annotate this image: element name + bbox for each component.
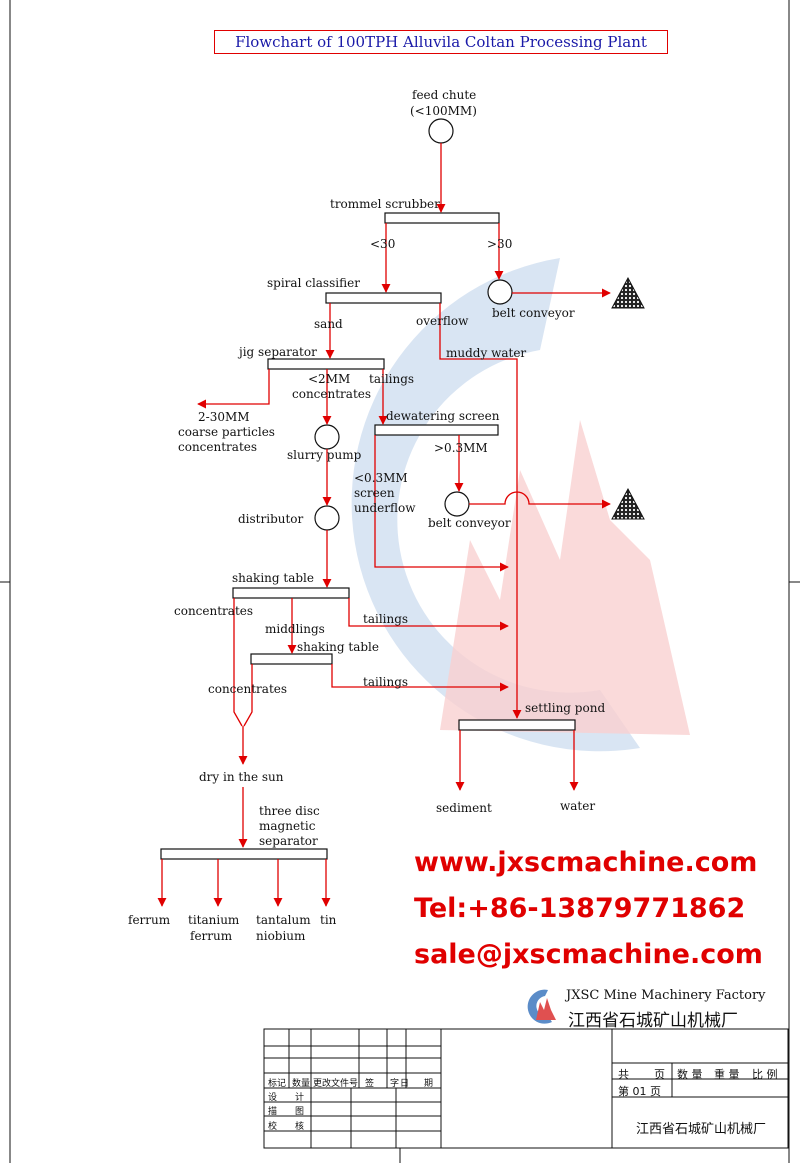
tb-company: 江西省石城矿山机械厂: [636, 1122, 767, 1137]
label-titanium2: ferrum: [190, 929, 233, 943]
label-coarse2: coarse particles: [178, 425, 275, 439]
label-belt1: belt conveyor: [492, 306, 575, 320]
label-slurry: slurry pump: [287, 448, 362, 462]
tb-page: 第 01 页: [618, 1085, 661, 1098]
settling-pond-bar: [458, 719, 576, 731]
label-tailings3: tailings: [363, 675, 409, 689]
shaking-table-2-bar: [250, 653, 333, 665]
tb-row-2: 描: [268, 1107, 278, 1117]
contact-website: www.jxscmachine.com: [414, 847, 758, 878]
tb-row-3: 图: [295, 1107, 305, 1117]
tb-right-2: 数 量: [677, 1068, 703, 1081]
flow-lines: [157, 143, 611, 907]
label-muddy: muddy water: [446, 346, 527, 360]
label-tantalum1: tantalum: [256, 913, 311, 927]
label-dewatering: dewatering screen: [386, 409, 500, 423]
factory-name-en: JXSC Mine Machinery Factory: [566, 988, 766, 1003]
label-dry: dry in the sun: [199, 770, 284, 784]
tb-row-5: 核: [295, 1122, 305, 1132]
tb-right-4: 比 例: [752, 1068, 778, 1081]
tb-right-1: 页: [654, 1068, 665, 1081]
label-tantalum2: niobium: [256, 929, 306, 943]
label-trommel: trommel scrubber: [330, 197, 440, 211]
label-mag1: three disc: [259, 804, 320, 818]
label-shaking2: shaking table: [297, 640, 379, 654]
label-sediment: sediment: [436, 801, 492, 815]
label-concentrates1: concentrates: [292, 387, 372, 401]
stockpile-2-icon: [611, 487, 645, 520]
factory-name-cn: 江西省石城矿山机械厂: [568, 1011, 738, 1031]
distributor-circle: [314, 505, 340, 531]
tb-row-0: 设: [268, 1093, 278, 1103]
label-belt2: belt conveyor: [428, 516, 511, 530]
belt-conveyor-1-circle: [487, 279, 513, 305]
tb-header-6: 期: [424, 1079, 434, 1089]
contact-email: sale@jxscmachine.com: [414, 939, 763, 970]
label-jig: jig separator: [239, 345, 317, 359]
tb-header-1: 数量: [292, 1079, 311, 1089]
label-coarse3: concentrates: [178, 440, 258, 454]
tb-right-3: 重 量: [714, 1068, 740, 1081]
trommel-scrubber-bar: [384, 212, 500, 224]
label-lt03-1: <0.3MM: [354, 471, 408, 485]
label-overflow: overflow: [416, 314, 469, 328]
label-concentrates3: concentrates: [208, 682, 288, 696]
magnetic-separator-bar: [160, 848, 328, 860]
spiral-classifier-bar: [325, 292, 442, 304]
label-mag2: magnetic: [259, 819, 316, 833]
tb-header-2: 更改文件号: [313, 1079, 359, 1089]
label-concentrates2: concentrates: [174, 604, 254, 618]
tb-header-5: 日: [400, 1079, 410, 1089]
tb-header-4: 字: [390, 1079, 400, 1089]
label-water: water: [560, 799, 596, 813]
watermark-logo: [351, 258, 690, 752]
label-lt03-3: underflow: [354, 501, 416, 515]
label-titanium1: titanium: [188, 913, 240, 927]
slurry-pump-circle: [314, 424, 340, 450]
label-middlings: middlings: [265, 622, 325, 636]
label-shaking1: shaking table: [232, 571, 314, 585]
factory-logo-icon: [527, 989, 556, 1024]
tb-header-3: 签: [365, 1079, 375, 1089]
tb-row-4: 校: [268, 1122, 278, 1132]
shaking-table-1-bar: [232, 587, 350, 599]
label-spiral: spiral classifier: [267, 276, 360, 290]
label-lt2: <2MM: [308, 372, 351, 386]
belt-conveyor-2-circle: [444, 491, 470, 517]
label-gt03: >0.3MM: [434, 441, 488, 455]
tb-header-0: 标记: [268, 1079, 287, 1089]
jig-separator-bar: [267, 358, 385, 370]
label-sand: sand: [314, 317, 343, 331]
label-distributor: distributor: [238, 512, 304, 526]
stockpile-1-icon: [611, 276, 645, 309]
title-block-grid: [263, 1028, 789, 1149]
label-tailings2: tailings: [363, 612, 409, 626]
label-settling: settling pond: [525, 701, 606, 715]
label-lt03-2: screen: [354, 486, 395, 500]
page-title: Flowchart of 100TPH Alluvila Coltan Proc…: [214, 30, 668, 54]
label-tin: tin: [320, 913, 337, 927]
label-feed-size: (<100MM): [410, 104, 477, 118]
label-coarse1: 2-30MM: [198, 410, 250, 424]
label-mag3: separator: [259, 834, 318, 848]
label-ferrum: ferrum: [128, 913, 171, 927]
tb-row-1: 计: [295, 1093, 305, 1103]
feed-chute-circle: [428, 118, 454, 144]
label-lt30: <30: [370, 237, 396, 251]
label-feed-chute: feed chute: [412, 88, 477, 102]
label-gt30: >30: [487, 237, 513, 251]
label-tailings1: tailings: [369, 372, 415, 386]
dewatering-screen-bar: [374, 424, 499, 436]
contact-tel: Tel:+86-13879771862: [414, 893, 746, 924]
tb-right-0: 共: [618, 1068, 629, 1081]
